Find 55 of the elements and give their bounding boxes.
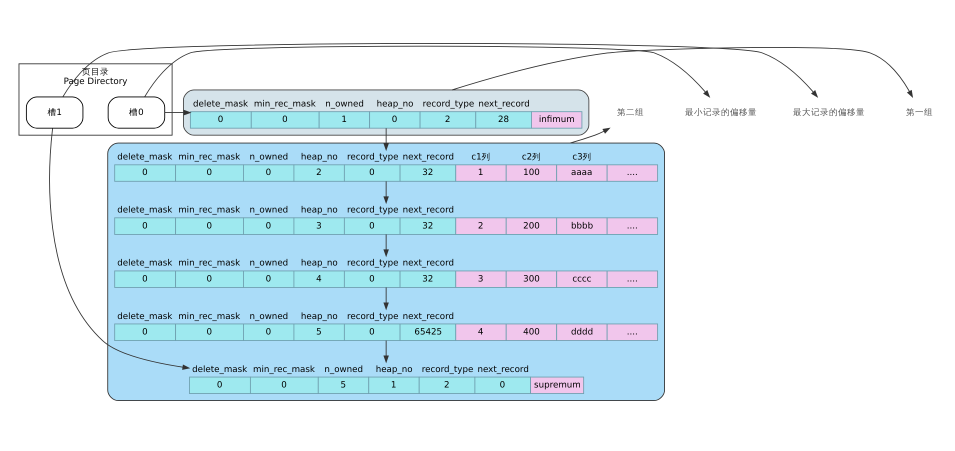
node-label: record_type <box>346 312 399 322</box>
node-box: 槽0 <box>108 96 166 129</box>
node-label: record_type <box>422 364 474 375</box>
node-label: next_record <box>402 206 454 216</box>
node-label: n_owned <box>250 258 288 269</box>
node-box: 槽1 <box>26 96 84 129</box>
node-label: heap_no <box>300 152 338 163</box>
node-label: min_rec_mask <box>254 99 316 110</box>
node-label: next_record <box>478 99 530 110</box>
arrow <box>383 340 389 364</box>
node-label: delete_mask <box>117 312 172 322</box>
node-label: heap_no <box>376 364 413 375</box>
arrow <box>164 110 192 116</box>
node-label: min_rec_mask <box>178 312 240 322</box>
node-label: record_type <box>346 206 399 216</box>
node-label: delete_mask <box>192 364 248 375</box>
node-label: n_owned <box>325 99 364 110</box>
node-label: delete_mask <box>117 206 172 216</box>
node-label: c3列 <box>572 152 592 163</box>
arrow <box>49 128 190 370</box>
node-label: delete_mask <box>192 99 248 110</box>
node-text: 最大记录的偏移量 <box>793 108 865 118</box>
arrow <box>383 234 389 258</box>
arrow <box>452 47 914 98</box>
node-label: next_record <box>478 364 529 375</box>
node-label: c2列 <box>522 152 542 163</box>
node-label: record_type <box>346 152 399 163</box>
arrow <box>383 287 389 310</box>
node-label: n_owned <box>250 206 288 216</box>
node-label: heap_no <box>300 206 338 216</box>
node-label: next_record <box>402 258 454 269</box>
node-label: min_rec_mask <box>178 258 240 269</box>
node-label: min_rec_mask <box>253 364 315 375</box>
arrow <box>383 180 389 204</box>
node-label: n_owned <box>250 152 288 163</box>
node-text: 第一组 <box>906 108 933 118</box>
node-label: min_rec_mask <box>178 152 240 163</box>
node-label: delete_mask <box>117 258 172 269</box>
node-label: next_record <box>402 312 454 322</box>
arrow <box>62 43 818 98</box>
arrow <box>383 128 389 152</box>
node-label: n_owned <box>324 364 364 375</box>
node-label: heap_no <box>300 312 338 322</box>
node-label: min_rec_mask <box>178 206 240 216</box>
node-label: delete_mask <box>117 152 172 163</box>
node-text: 第二组 <box>617 108 644 118</box>
node-label: heap_no <box>376 99 414 110</box>
node-label: heap_no <box>300 258 338 269</box>
node-label: next_record <box>402 152 454 163</box>
arrow <box>144 46 710 98</box>
node-text: 最小记录的偏移量 <box>685 108 758 118</box>
node-label: record_type <box>422 99 474 110</box>
node-label: n_owned <box>250 312 288 322</box>
node-label: c1列 <box>471 152 491 163</box>
node-label: record_type <box>346 258 399 269</box>
